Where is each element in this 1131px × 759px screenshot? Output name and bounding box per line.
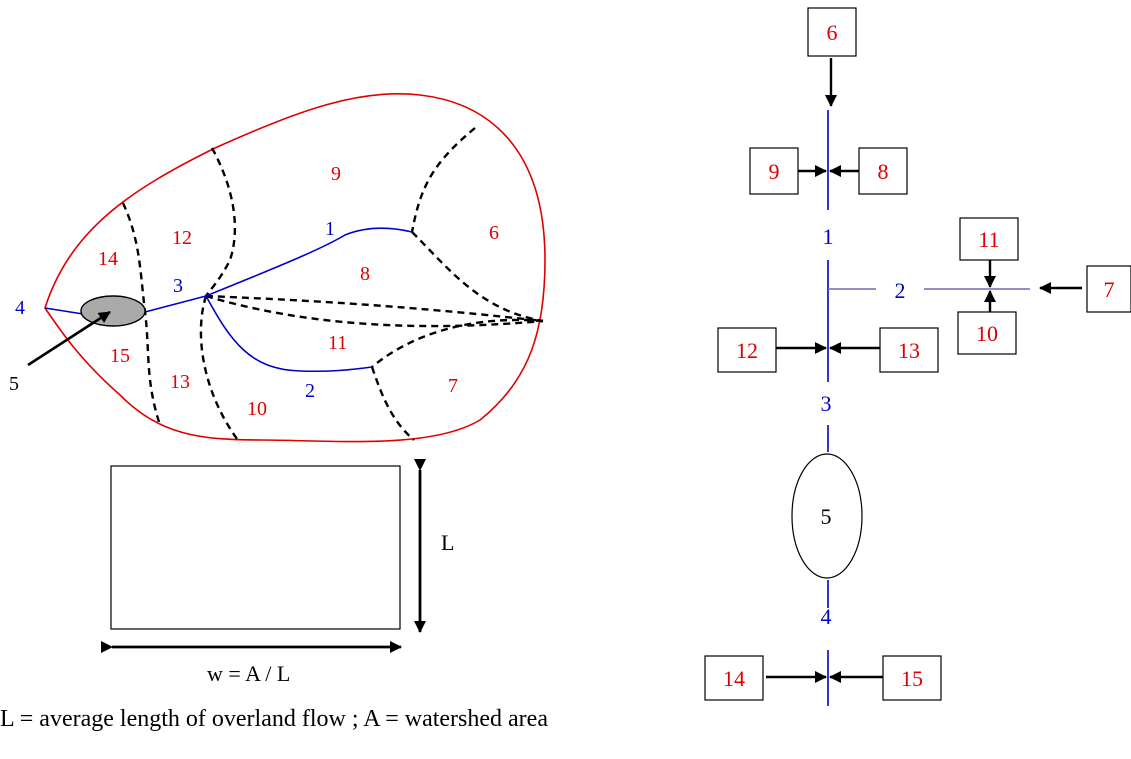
reach-node-3: 3 [821, 391, 832, 416]
storage-ellipse [80, 295, 146, 327]
length-label: L [441, 530, 454, 555]
reach-label: 2 [305, 380, 315, 402]
node-label-11: 11 [978, 227, 999, 252]
watershed-boundary [44, 92, 546, 443]
reach-node-2: 2 [895, 278, 906, 303]
subcatchment-label: 7 [448, 375, 458, 397]
reach-label: 4 [15, 297, 25, 319]
network-schematic: 6 9 8 11 10 7 12 13 14 15 1 2 3 4 5 [704, 7, 1131, 706]
box-13 [879, 327, 939, 373]
node-label-12: 12 [736, 338, 758, 363]
node-label-7: 7 [1104, 277, 1115, 302]
width-label: w = A / L [207, 661, 290, 686]
overland-plane [110, 465, 401, 630]
subcatchment-label: 12 [172, 227, 192, 249]
node-label-13: 13 [898, 338, 920, 363]
node-label-9: 9 [769, 159, 780, 184]
reach-label: 1 [325, 218, 335, 240]
reach-label: 3 [173, 275, 183, 297]
storage-pointer-arrow [27, 310, 111, 367]
storage-node-label: 5 [821, 504, 832, 529]
subcatchment-labels: 14 12 9 6 8 11 15 13 10 7 [98, 163, 499, 420]
node-label-14: 14 [723, 666, 745, 691]
box-15 [882, 655, 942, 701]
box-7 [1086, 265, 1131, 313]
subcatchment-label: 9 [331, 163, 341, 185]
reach-node-1: 1 [823, 224, 834, 249]
box-9 [749, 147, 799, 195]
subcatchment-label: 13 [170, 371, 190, 393]
subcatchment-label: 14 [98, 248, 118, 270]
overland-rectangle: L w = A / L [101, 459, 454, 686]
box-6 [807, 7, 857, 57]
subcatchment-label: 10 [247, 398, 267, 420]
subcatchment-label: 15 [110, 345, 130, 367]
node-label-6: 6 [827, 20, 838, 45]
box-14 [704, 655, 764, 701]
reach-labels: 1 2 3 4 [15, 218, 335, 402]
reach-2-line [205, 295, 373, 373]
storage-node [791, 453, 863, 579]
storage-label: 5 [9, 373, 19, 395]
subcatchment-label: 11 [328, 332, 347, 354]
subcatchment-label: 8 [360, 263, 370, 285]
node-label-8: 8 [878, 159, 889, 184]
box-10 [957, 311, 1017, 355]
box-8 [858, 147, 908, 195]
legend-caption: L = average length of overland flow ; A … [0, 706, 548, 732]
subcatchment-label: 6 [489, 222, 499, 244]
reach-1-line [205, 227, 413, 297]
box-12 [717, 327, 777, 373]
reach-node-4: 4 [821, 604, 832, 629]
reach-4-line [44, 307, 84, 315]
node-label-10: 10 [976, 321, 998, 346]
reach-3-line [144, 295, 207, 313]
stream-network [44, 227, 413, 373]
watershed-map: 14 12 9 6 8 11 15 13 10 7 1 2 3 4 5 [9, 92, 546, 444]
node-label-15: 15 [901, 666, 923, 691]
